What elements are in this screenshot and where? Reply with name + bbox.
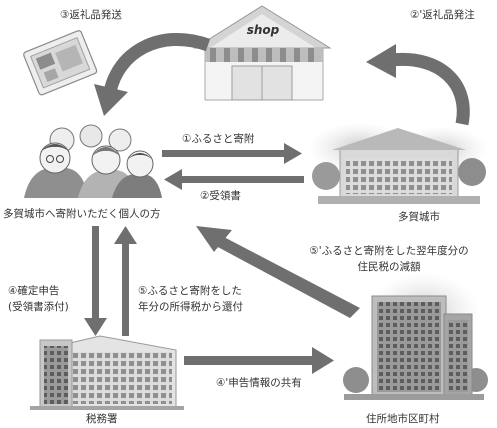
label-resident-tax-line2: 住民税の減額 (357, 261, 421, 273)
arrow-gift-shipping (103, 33, 211, 94)
tax-office-caption: 税務署 (86, 413, 118, 425)
label-receipt: ②受領書 (200, 190, 241, 202)
label-tax-info-sharing: ④'申告情報の共有 (216, 377, 302, 389)
arrow-tax-return (84, 226, 107, 336)
arrow-gift-order (391, 52, 470, 126)
arrow-gift-shipping-head (94, 84, 128, 116)
shop-sign: shop (247, 23, 280, 37)
label-gift-order: ②'返礼品発注 (410, 9, 475, 21)
city-caption: 多賀城市 (398, 211, 440, 223)
label-donation: ①ふるさと寄附 (182, 133, 255, 145)
arrow-income-tax-refund (114, 226, 137, 336)
label-tax-return-line1: ④確定申告 (8, 285, 60, 297)
label-income-tax-line2: 年分の所得税から還付 (138, 301, 243, 313)
arrow-gift-order-head (366, 44, 396, 78)
label-gift-shipping: ③返礼品発送 (60, 9, 122, 21)
label-tax-return-line2: (受領書添付) (8, 301, 69, 313)
donors-illustration (24, 124, 162, 198)
municipality-illustration (343, 272, 488, 400)
arrow-tax-info-sharing (184, 347, 334, 374)
arrow-receipt (164, 169, 304, 190)
label-income-tax-line1: ⑤ふるさと寄附をした (138, 285, 242, 297)
shop-illustration (193, 5, 332, 101)
arrow-donation (162, 143, 302, 164)
arrow-resident-tax-reduction (196, 226, 360, 318)
municipality-caption: 住所地市区町村 (366, 413, 440, 425)
label-resident-tax-line1: ⑤'ふるさと寄附をした翌年度分の (309, 245, 469, 257)
donor-caption: 多賀城市へ寄附いただく個人の方 (3, 208, 161, 220)
tax-office-illustration (30, 335, 184, 410)
gift-package-illustration (23, 30, 98, 96)
city-hall-illustration (308, 122, 488, 204)
